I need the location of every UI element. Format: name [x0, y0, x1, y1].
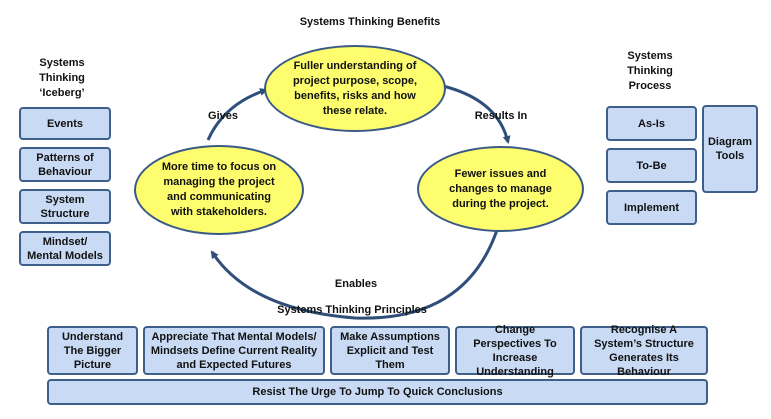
iceberg-item-mindset: Mindset/ Mental Models [19, 231, 111, 266]
process-item-implement: Implement [606, 190, 697, 225]
enables-arrow [210, 229, 499, 320]
principle-bigger-picture: Understand The Bigger Picture [47, 326, 138, 375]
principle-structure-behaviour: Recognise A System’s Structure Generates… [580, 324, 708, 378]
process-item-to-be: To-Be [606, 148, 697, 183]
gives-arrow [206, 88, 268, 141]
principle-perspectives: Change Perspectives To Increase Understa… [455, 324, 575, 378]
benefit-fewer-issues-ellipse: Fewer issues and changes to manage durin… [417, 146, 584, 232]
page-title: Systems Thinking Benefits [299, 16, 441, 28]
principle-quick-conclusions: Resist The Urge To Jump To Quick Conclus… [47, 379, 708, 405]
process-item-as-is: As-Is [606, 106, 697, 141]
results-in-label: Results In [474, 110, 528, 122]
iceberg-heading: Systems Thinking ‘Iceberg’ [39, 57, 85, 99]
process-heading: Systems Thinking Process [627, 50, 673, 92]
principle-mental-models: Appreciate That Mental Models/ Mindsets … [143, 326, 325, 375]
iceberg-item-events: Events [19, 107, 111, 140]
diagram-tools-box: Diagram Tools [702, 105, 758, 193]
principles-heading: Systems Thinking Principles [277, 304, 427, 316]
enables-label: Enables [334, 278, 378, 290]
benefit-understanding-ellipse: Fuller understanding of project purpose,… [264, 45, 446, 132]
results-in-arrow [442, 84, 511, 144]
iceberg-item-patterns: Patterns of Behaviour [19, 147, 111, 182]
benefit-more-time-ellipse: More time to focus on managing the proje… [134, 145, 304, 235]
principle-assumptions: Make Assumptions Explicit and Test Them [330, 326, 450, 375]
iceberg-item-structure: System Structure [19, 189, 111, 224]
gives-label: Gives [208, 110, 238, 122]
